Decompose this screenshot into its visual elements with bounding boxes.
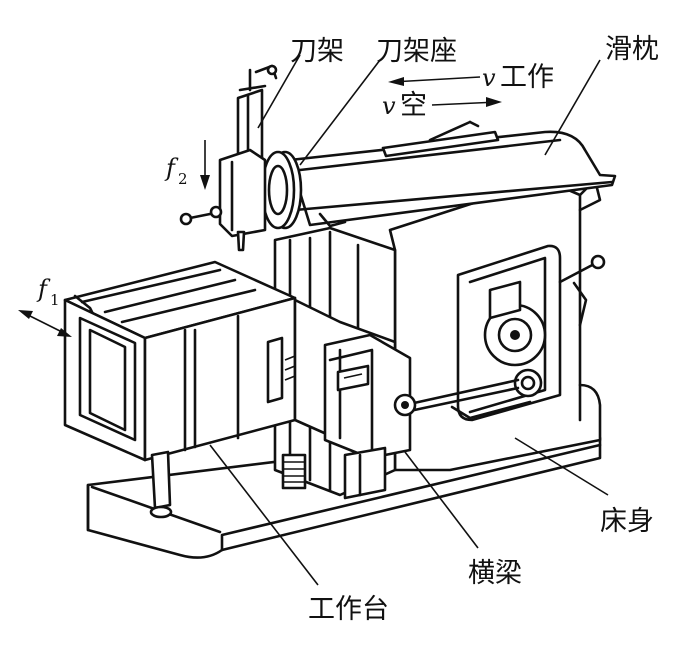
label-v-work-text: 工作 xyxy=(500,62,554,93)
label-worktable: 工作台 xyxy=(308,594,389,625)
label-v-work-symbol: v xyxy=(482,64,496,92)
label-ram: 滑枕 xyxy=(605,34,659,65)
worktable xyxy=(63,260,297,519)
label-f1-symbol: f xyxy=(36,275,51,303)
motion-arrows xyxy=(18,76,502,337)
crossbeam xyxy=(293,298,417,500)
label-f2-symbol: f xyxy=(164,154,179,182)
leader-lines xyxy=(209,54,609,586)
label-v-idle-text: 空 xyxy=(400,90,427,121)
label-f1-sub: 1 xyxy=(50,291,60,309)
label-v-idle-symbol: v xyxy=(382,92,396,120)
label-tool-holder-seat: 刀架座 xyxy=(376,36,457,67)
labels: 刀架 刀架座 滑枕 床身 横梁 工作台 v 工作 v 空 f 2 f 1 xyxy=(36,34,659,625)
machine-bed xyxy=(388,178,606,472)
label-f2-sub: 2 xyxy=(178,170,188,188)
tool-holder-assembly xyxy=(179,64,303,252)
label-tool-holder: 刀架 xyxy=(290,36,344,67)
label-bed: 床身 xyxy=(600,506,654,537)
ram xyxy=(288,120,617,228)
label-crossbeam: 横梁 xyxy=(468,558,522,589)
